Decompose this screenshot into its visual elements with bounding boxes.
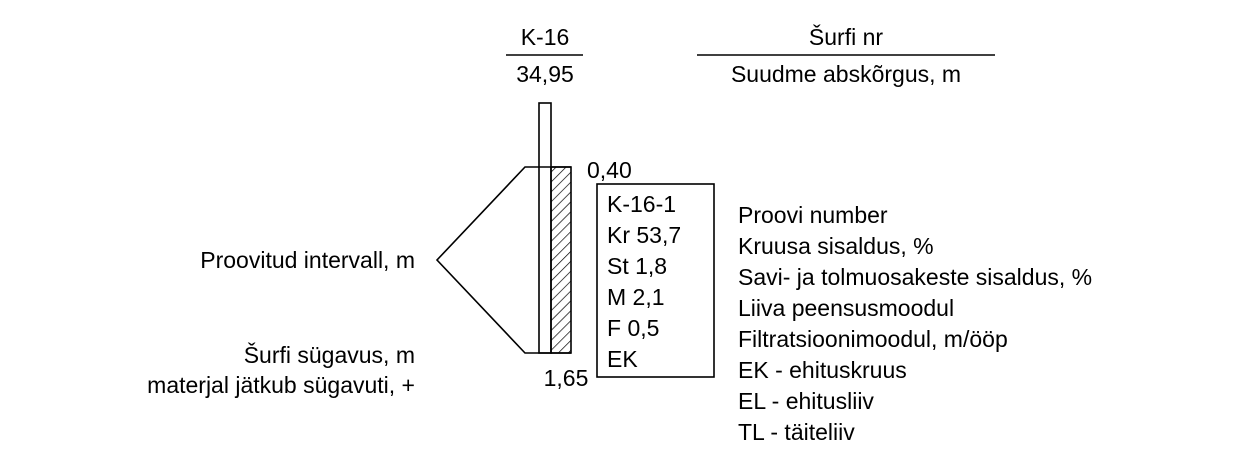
sample-line-6: EK [607, 346, 638, 372]
elevation-label: Suudme abskõrgus, m [731, 61, 961, 87]
top-depth: 0,40 [587, 157, 632, 183]
sampled-interval-hatch [550, 166, 572, 354]
sample-line-4: M 2,1 [607, 284, 665, 310]
legend-line-6: EK - ehituskruus [738, 357, 907, 383]
material-continues-label: materjal jätkub sügavuti, + [147, 372, 415, 398]
pit-number-label: Šurfi nr [809, 23, 883, 50]
legend-line-8: TL - täiteliiv [738, 419, 855, 445]
legend-line-2: Kruusa sisaldus, % [738, 233, 934, 259]
sample-line-5: F 0,5 [607, 315, 659, 341]
legend-line-3: Savi- ja tolmuosakeste sisaldus, % [738, 264, 1092, 290]
legend-line-5: Filtratsioonimoodul, m/ööp [738, 326, 1008, 352]
pit-depth-label: Šurfi sügavus, m [244, 341, 415, 368]
interval-bracket [435, 166, 571, 354]
sample-line-2: Kr 53,7 [607, 222, 681, 248]
legend-line-4: Liiva peensusmoodul [738, 295, 954, 321]
sample-line-3: St 1,8 [607, 253, 667, 279]
pit-elevation: 34,95 [516, 61, 574, 87]
sample-line-1: K-16-1 [607, 191, 676, 217]
bottom-depth: 1,65 [544, 365, 589, 391]
tested-interval-label: Proovitud intervall, m [200, 247, 415, 273]
legend-line-7: EL - ehitusliiv [738, 388, 874, 414]
sample-box [596, 183, 715, 378]
legend-line-1: Proovi number [738, 202, 888, 228]
sample-values: K-16-1 Kr 53,7 St 1,8 M 2,1 F 0,5EK [607, 191, 681, 372]
borehole-column [538, 102, 552, 354]
pit-id: K-16 [521, 24, 570, 50]
